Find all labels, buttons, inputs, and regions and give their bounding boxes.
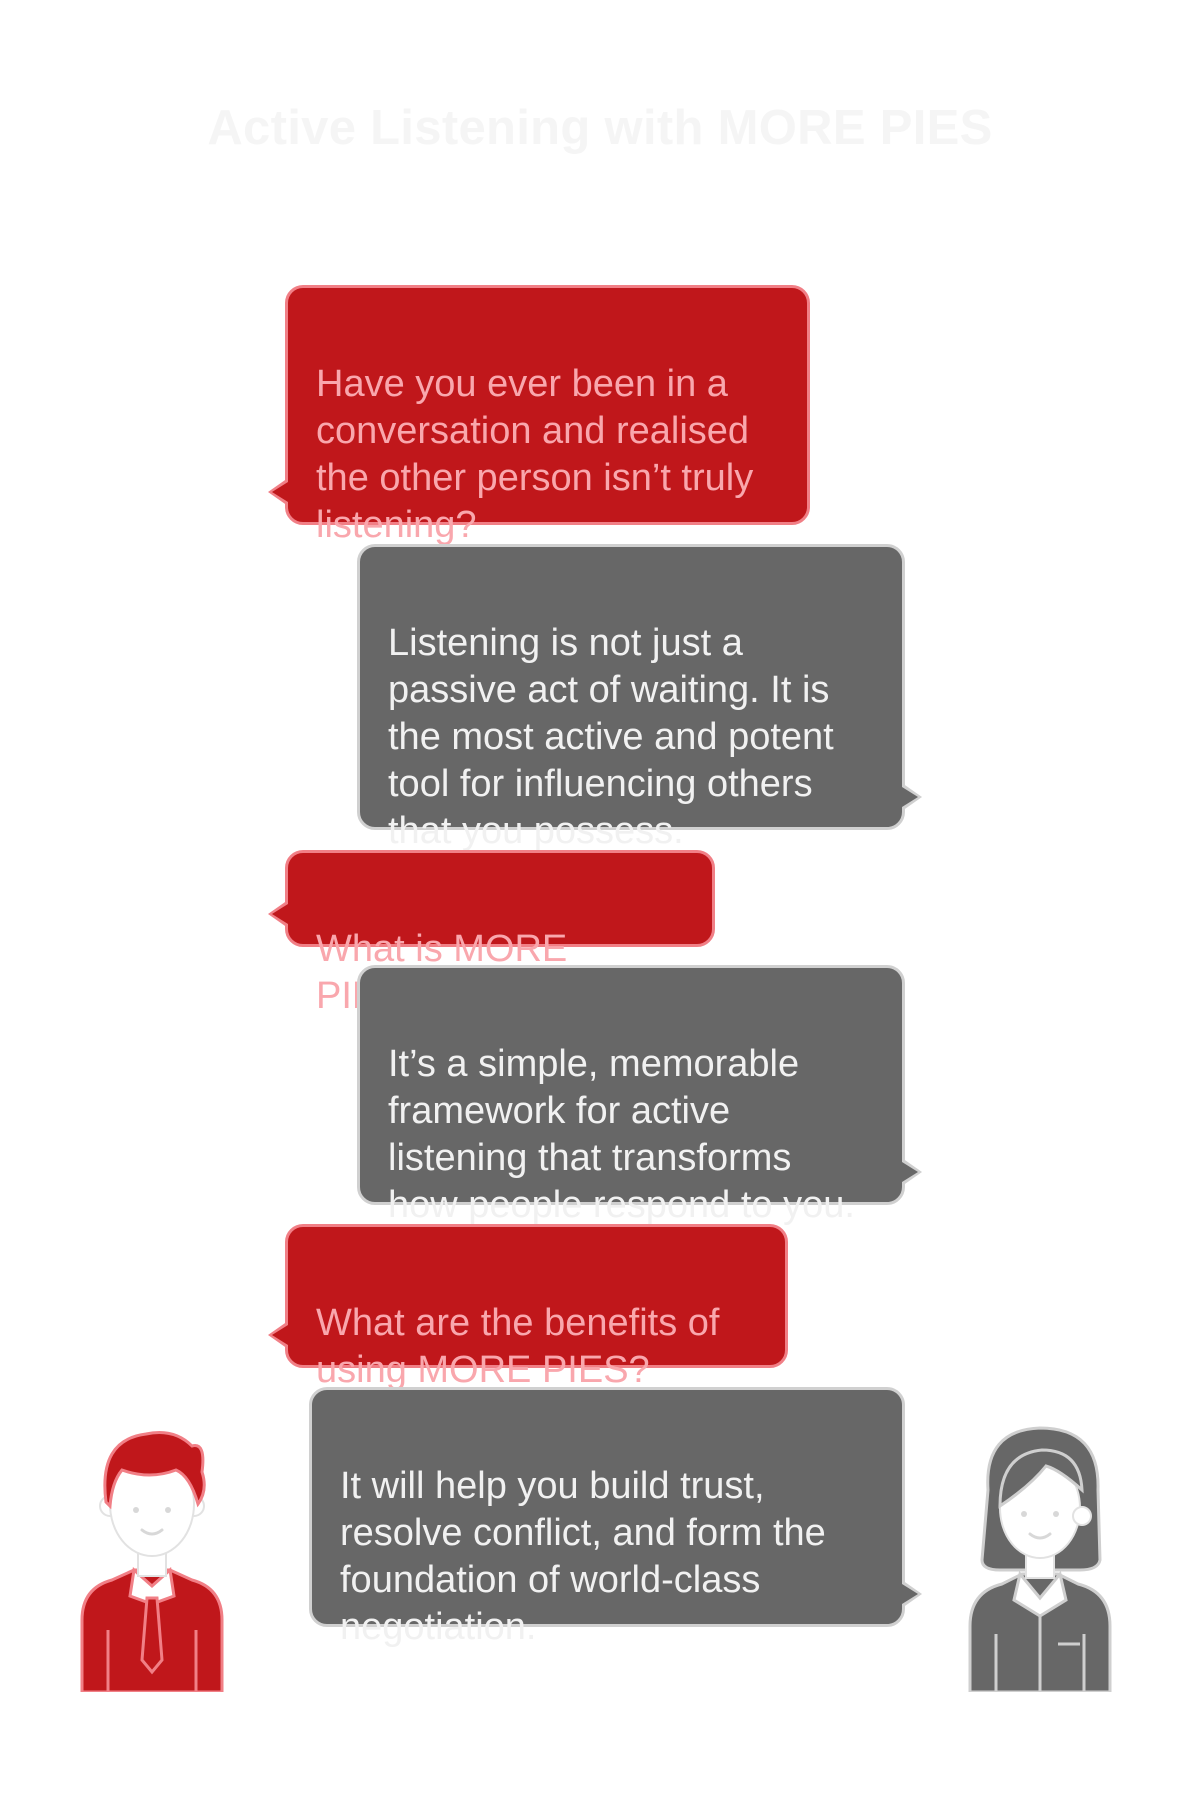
bubble-tail-icon xyxy=(268,1321,288,1349)
woman-avatar-icon xyxy=(968,1426,1112,1692)
bubble-tail-icon xyxy=(902,1580,922,1608)
bubble-tail-icon xyxy=(902,1158,922,1186)
page-title: Active Listening with MORE PIES xyxy=(207,101,993,155)
bubble-tail-icon xyxy=(268,900,288,928)
bubble-tail-icon xyxy=(902,783,922,811)
answer-bubble: Listening is not just a passive act of w… xyxy=(357,544,922,852)
man-avatar-icon xyxy=(80,1431,224,1692)
answer-bubble: It’s a simple, memorable framework for a… xyxy=(357,965,922,1226)
answer-bubble: It will help you build trust, resolve co… xyxy=(309,1387,922,1648)
question-bubble: What is MORE PIES? xyxy=(268,850,715,1017)
answer-text: It’s a simple, memorable framework for a… xyxy=(388,1043,855,1226)
question-bubble: Have you ever been in a conversation and… xyxy=(268,285,810,546)
question-bubble: What are the benefits of using MORE PIES… xyxy=(268,1224,788,1391)
answer-text: Listening is not just a passive act of w… xyxy=(388,622,834,852)
answer-text: It will help you build trust, resolve co… xyxy=(340,1465,826,1648)
question-text: What are the benefits of using MORE PIES… xyxy=(316,1302,720,1391)
question-text: Have you ever been in a conversation and… xyxy=(316,363,754,546)
bubble-tail-icon xyxy=(268,478,288,506)
